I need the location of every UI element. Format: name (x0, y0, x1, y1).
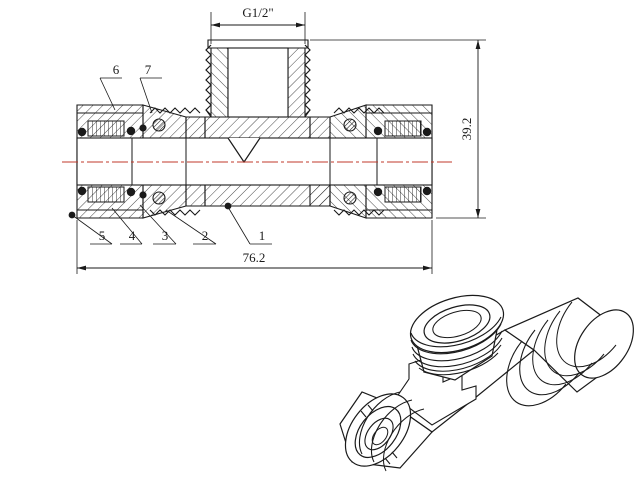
right-oring-outer-lower (422, 186, 432, 196)
right-oring-mid-lower (373, 187, 383, 197)
left-oring-mid-upper (126, 126, 136, 136)
callout-label-3: 3 (162, 228, 169, 243)
leader-4 (111, 207, 143, 245)
callout-label-7: 7 (145, 62, 152, 77)
callout-label-2: 2 (202, 228, 209, 243)
dimension-branch-thread: G1/2" (210, 5, 306, 44)
callout-dot-1 (224, 202, 232, 210)
right-grab-ring-upper (384, 120, 422, 137)
right-seal-oring-lower (343, 191, 357, 205)
right-seal-oring-upper (343, 118, 357, 132)
right-fitting-internals (333, 107, 432, 216)
left-seal-oring-upper (152, 118, 166, 132)
branch-connection (205, 39, 311, 118)
left-fitting-internals (68, 107, 201, 219)
right-collet-teeth-upper (333, 107, 385, 114)
right-grab-ring-lower (384, 186, 422, 203)
left-oring-outer-lower (77, 186, 87, 196)
branch-thread-right (304, 44, 311, 116)
branch-wall-right (287, 39, 306, 118)
iso-branch-thread (409, 294, 505, 376)
section-view: G1/2" 39.2 76.2 6 7 (62, 5, 486, 274)
branch-thread-left (205, 44, 212, 116)
left-oring-inner-upper (139, 124, 147, 132)
callout-label-6: 6 (113, 62, 120, 77)
branch-bore (227, 47, 289, 118)
body-section (76, 104, 433, 219)
callout-label-5: 5 (99, 228, 106, 243)
iso-right-nut-end (574, 309, 634, 379)
left-grab-ring-upper (87, 120, 125, 137)
callout-leaders-top: 6 7 (99, 62, 162, 114)
left-collet-teeth-lower (149, 209, 201, 216)
leader-3 (139, 204, 177, 245)
callout-leaders-bottom: 5 4 3 2 1 (71, 202, 272, 245)
left-oring-outer-upper (77, 127, 87, 137)
branch-top-face (207, 39, 309, 49)
leader-1 (227, 206, 272, 245)
iso-left-collet-slits (360, 404, 398, 465)
left-seal-oring-lower (152, 191, 166, 205)
isometric-view (339, 294, 634, 472)
left-grab-ring-lower (87, 186, 125, 203)
leader-6 (99, 77, 122, 111)
dim-label-g12: G1/2" (242, 5, 273, 20)
leader-7 (139, 77, 162, 114)
callout-label-4: 4 (129, 228, 136, 243)
left-oring-inner-lower (139, 191, 147, 199)
branch-wall-left (210, 39, 229, 118)
leader-5 (71, 214, 113, 245)
iso-left-socket (339, 391, 433, 472)
right-oring-mid-upper (373, 126, 383, 136)
dim-label-392: 39.2 (459, 118, 474, 141)
left-collet-teeth-upper (149, 107, 201, 114)
dimension-overall-length: 76.2 (76, 220, 433, 274)
iso-right-socket (503, 297, 634, 407)
callout-label-1: 1 (259, 228, 266, 243)
iso-wrench-flats (395, 358, 477, 426)
right-oring-outer-upper (422, 127, 432, 137)
right-collet-teeth-lower (333, 209, 385, 216)
dimension-overall-height: 39.2 (310, 39, 486, 219)
run-upper-wall-left (185, 116, 206, 139)
dim-label-762: 76.2 (243, 250, 266, 265)
leader-2 (165, 209, 217, 245)
iso-branch-bore-inner (432, 309, 482, 339)
left-oring-mid-lower (126, 187, 136, 197)
run-lower-wall-left (185, 184, 206, 207)
